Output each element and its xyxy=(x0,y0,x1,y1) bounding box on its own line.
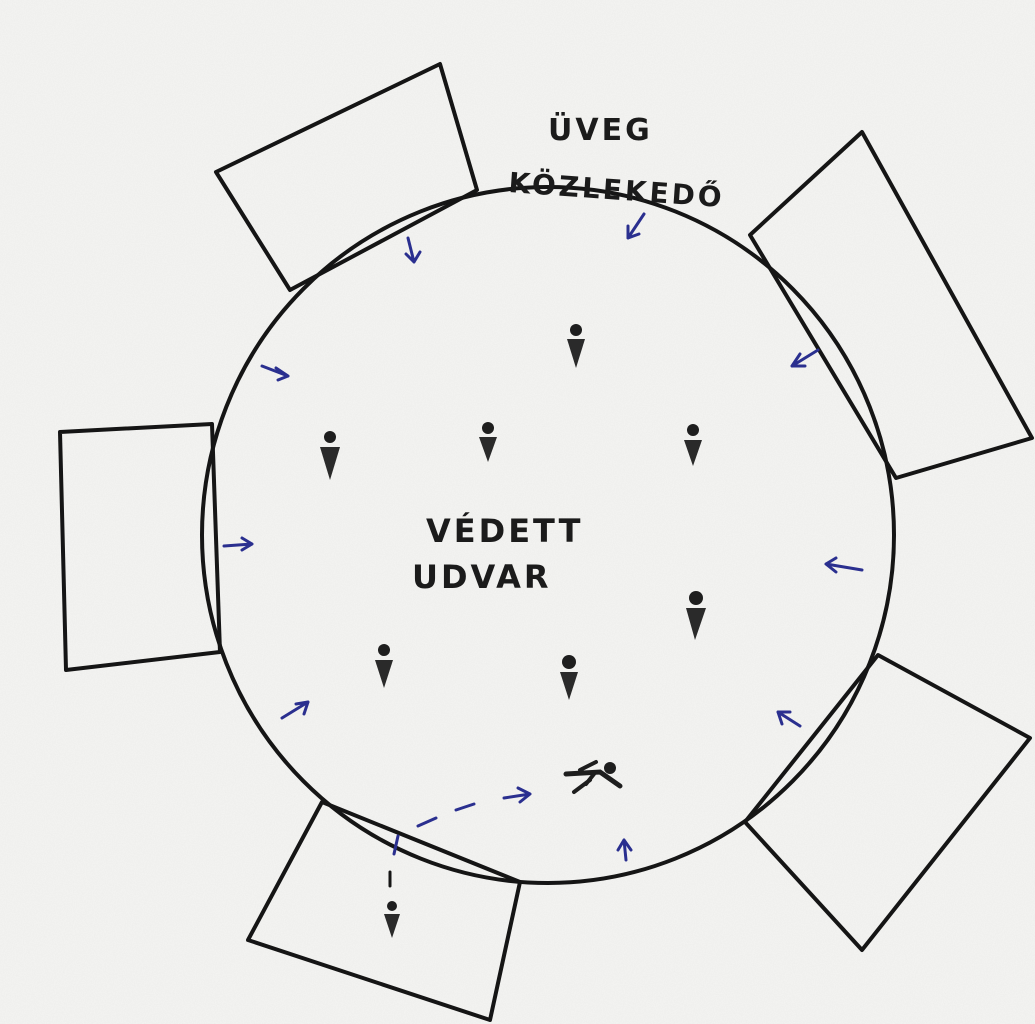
courtyard-label-line2: UDVAR xyxy=(412,558,552,596)
corridor-label-line1: ÜVEG xyxy=(548,111,653,148)
courtyard-label-line1: VÉDETT xyxy=(426,512,583,550)
